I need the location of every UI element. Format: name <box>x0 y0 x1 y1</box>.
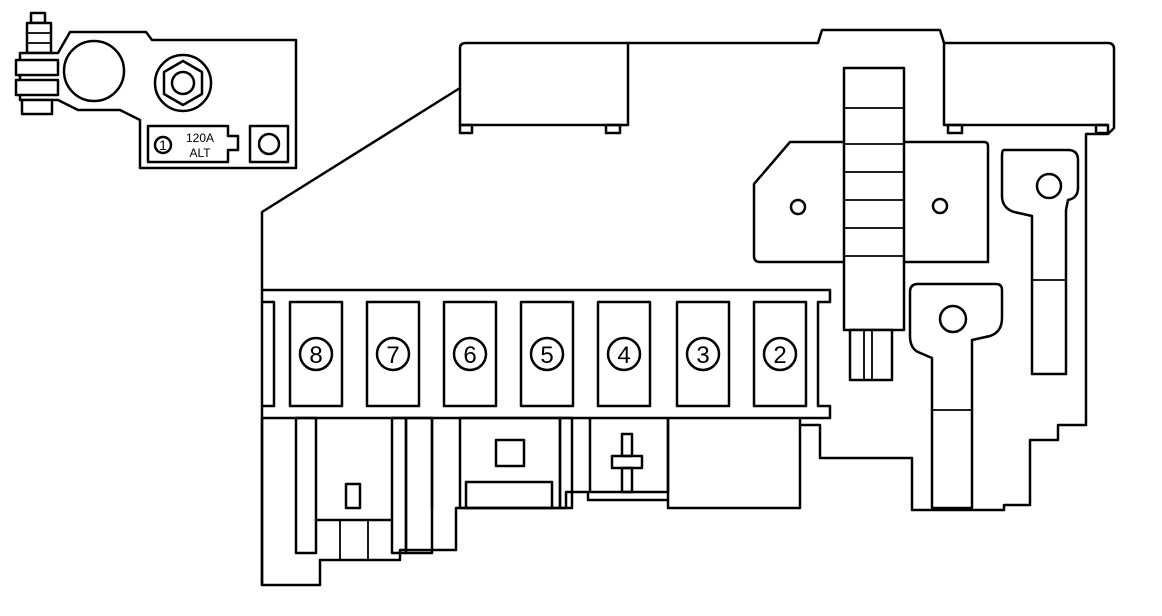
fuse-row: 8 7 6 5 4 3 2 <box>288 300 808 408</box>
terminal-rating: 120A <box>186 131 214 145</box>
fuse-3[interactable]: 3 <box>675 300 731 408</box>
fuse-label: 4 <box>617 342 630 369</box>
fuse-8[interactable]: 8 <box>288 300 344 408</box>
fuse-7[interactable]: 7 <box>365 300 421 408</box>
fuse-label: 7 <box>386 342 399 369</box>
fuse-6[interactable]: 6 <box>442 300 498 408</box>
fuse-label: 8 <box>309 342 322 369</box>
fuse-5[interactable]: 5 <box>519 300 575 408</box>
fuse-label: 2 <box>773 342 786 369</box>
fuse-4[interactable]: 4 <box>596 300 652 408</box>
battery-terminal: 1 120A ALT <box>14 11 298 170</box>
fuse-label: 6 <box>463 342 476 369</box>
fuse-2[interactable]: 2 <box>752 300 808 408</box>
terminal-fuse-number: 1 <box>159 137 167 153</box>
terminal-fuse-number-circle <box>153 135 173 155</box>
fuse-label: 3 <box>696 342 709 369</box>
terminal-name: ALT <box>189 146 211 160</box>
fuse-label: 5 <box>540 342 553 369</box>
